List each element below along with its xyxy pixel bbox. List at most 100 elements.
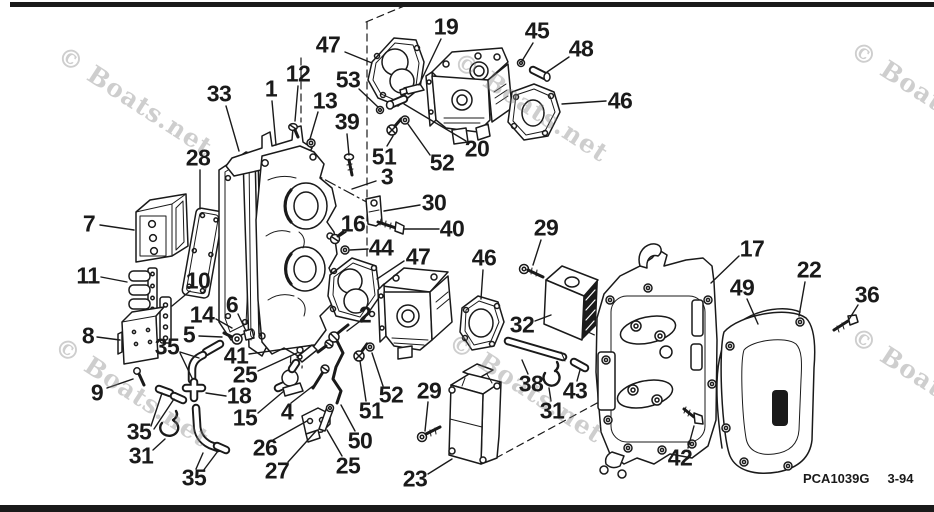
washer-45 <box>516 58 526 68</box>
bolt-42 <box>682 406 704 425</box>
leader-line <box>847 304 859 322</box>
callout-29: 29 <box>416 377 442 404</box>
bottom-border <box>0 505 934 512</box>
leader-line <box>179 352 193 379</box>
leader-line <box>195 452 204 470</box>
callout-52: 52 <box>429 149 455 176</box>
callout-6: 6 <box>225 291 239 318</box>
leader-line <box>290 385 314 404</box>
callout-20: 20 <box>464 135 490 162</box>
leader-line <box>106 378 134 389</box>
leader-line <box>371 352 384 387</box>
callout-23: 23 <box>402 465 428 492</box>
callout-4: 4 <box>280 398 294 425</box>
leader-line <box>205 392 227 397</box>
gasket-46-top <box>507 83 561 141</box>
spacer-30 <box>365 195 383 227</box>
callout-40: 40 <box>439 215 465 242</box>
callout-32: 32 <box>509 311 535 338</box>
callout-52: 52 <box>378 381 404 408</box>
nut-53 <box>375 105 385 115</box>
leader-line <box>202 450 219 472</box>
callout-25: 25 <box>232 361 258 388</box>
screw-5-14 <box>222 331 243 345</box>
callout-48: 48 <box>568 35 594 62</box>
hose-assembly <box>154 339 231 455</box>
link-rod-50 <box>331 339 345 405</box>
vent-box-32 <box>543 265 599 341</box>
clamp-31-right <box>542 360 561 387</box>
leader-line <box>326 429 343 457</box>
leader-line <box>346 133 350 156</box>
part-code: PCA1039G <box>803 471 870 486</box>
top-border <box>10 2 934 7</box>
leader-line <box>257 352 298 372</box>
leader-line <box>424 401 429 432</box>
callout-11: 11 <box>76 262 100 289</box>
callout-39: 39 <box>334 108 360 135</box>
carburetor-top <box>425 47 513 145</box>
screw-29-lower <box>416 425 442 443</box>
callout-38: 38 <box>518 370 544 397</box>
callout-33: 33 <box>206 80 232 107</box>
gasket-46-middle <box>459 295 505 351</box>
leader-line <box>383 204 421 212</box>
leader-line <box>237 313 247 332</box>
leader-line <box>198 335 223 338</box>
leader-line <box>534 314 552 322</box>
plug-48 <box>528 65 551 82</box>
callout-45: 45 <box>524 17 550 44</box>
reed-block-8 <box>117 306 165 365</box>
leader-line <box>546 56 570 73</box>
washer-13 <box>306 138 316 148</box>
leader-line <box>344 51 373 64</box>
callout-46: 46 <box>607 87 633 114</box>
leader-line <box>798 281 806 317</box>
leader-line <box>294 85 299 122</box>
leader-line <box>171 290 191 307</box>
screw-41 <box>316 339 334 354</box>
callout-42: 42 <box>667 444 693 471</box>
drawing-code: PCA1039G 3-94 <box>803 471 914 486</box>
callout-53: 53 <box>335 66 361 93</box>
reed-valves-11 <box>128 267 158 315</box>
leader-line <box>100 276 128 283</box>
leader-line <box>746 298 759 325</box>
callout-10: 10 <box>185 267 211 294</box>
lever-25-lower <box>318 403 335 432</box>
nut-52-lower <box>365 342 375 352</box>
screw-39 <box>343 153 355 177</box>
callout-15: 15 <box>232 404 258 431</box>
callout-31: 31 <box>128 442 154 469</box>
leader-lines <box>96 38 859 475</box>
primer-valve-15 <box>273 358 304 397</box>
callout-12: 12 <box>285 60 311 87</box>
callout-18: 18 <box>226 382 252 409</box>
intake-manifold-body <box>225 125 338 357</box>
leader-line <box>561 100 607 105</box>
screw-16 <box>329 230 345 245</box>
intake-plate-17 <box>595 243 718 479</box>
carburetor-middle <box>377 267 453 360</box>
callout-14: 14 <box>189 301 215 328</box>
leader-line <box>532 239 542 266</box>
callout-5: 5 <box>182 321 196 348</box>
callout-30: 30 <box>421 189 447 216</box>
leader-line <box>710 255 740 284</box>
spacer-6 <box>243 328 255 341</box>
callout-47: 47 <box>405 243 431 270</box>
choke-link-19 <box>399 83 425 96</box>
gasket-47-middle <box>327 257 381 323</box>
callout-31: 31 <box>539 397 565 424</box>
gasket-47-top <box>367 37 425 107</box>
nut-44 <box>340 245 350 255</box>
callout-27: 27 <box>264 457 290 484</box>
leader-line <box>339 231 347 237</box>
reed-block-housing-7 <box>135 193 189 263</box>
callout-51: 51 <box>371 143 397 170</box>
leader-line <box>152 438 166 451</box>
date-code: 3-94 <box>887 471 914 486</box>
callout-19: 19 <box>433 13 459 40</box>
leader-line <box>271 100 277 146</box>
